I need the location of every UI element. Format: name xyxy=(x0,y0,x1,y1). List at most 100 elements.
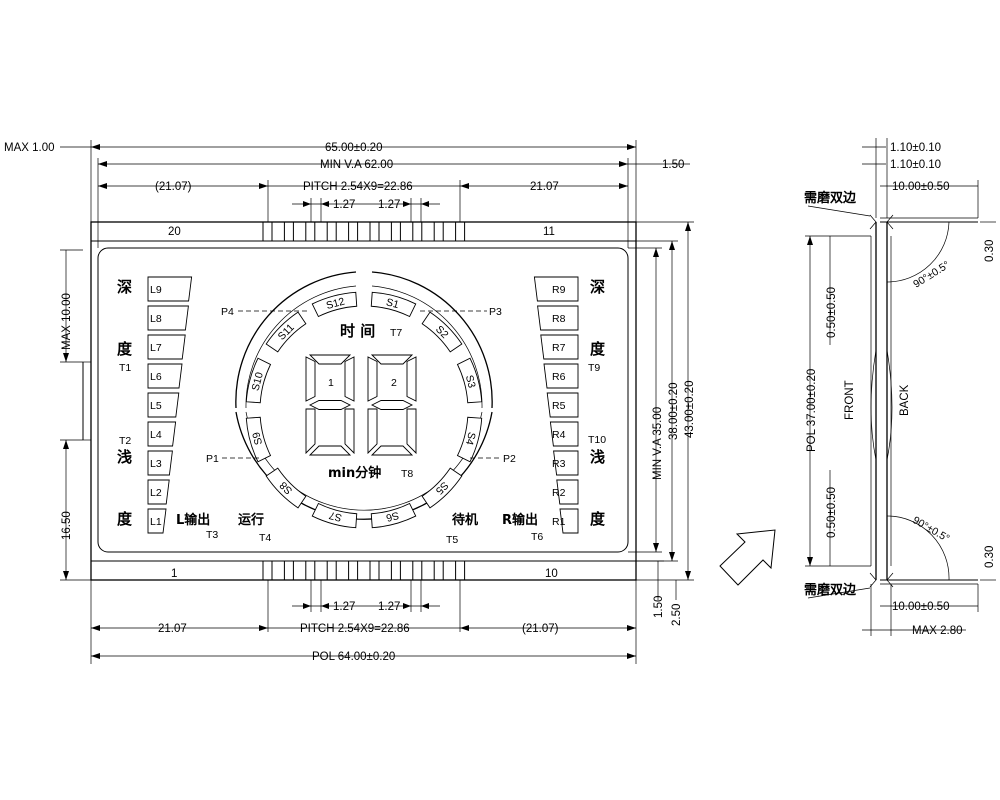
ring-label-s12: S12 xyxy=(325,295,346,311)
side-front-label: FRONT xyxy=(844,380,856,420)
side-angle-bottom: 90°±0.5° xyxy=(911,514,952,545)
digit-segment xyxy=(344,356,355,402)
digit-segment xyxy=(367,356,378,402)
bar-r7 xyxy=(540,334,579,360)
t2-label: T2 xyxy=(119,435,131,447)
bar-r6 xyxy=(543,363,579,389)
pin-bottom xyxy=(348,560,359,581)
t3-label: T3 xyxy=(206,529,218,541)
digit-segment xyxy=(370,445,414,456)
dim-bottom-offset-a: 1.50 xyxy=(653,596,665,618)
bar-label-r5: R5 xyxy=(552,400,566,412)
pin-bottom xyxy=(433,560,444,581)
t9-label: T9 xyxy=(588,362,600,374)
bar-r5 xyxy=(546,392,579,418)
pin-top xyxy=(305,221,316,242)
bar-label-r9: R9 xyxy=(552,284,566,296)
p3-label: P3 xyxy=(489,306,502,318)
dim-left-pin-offset-bottom: 21.07 xyxy=(158,623,187,635)
pin-top xyxy=(390,221,401,242)
bar-label-l3: L3 xyxy=(150,458,162,470)
dim-overall-width: 65.00±0.20 xyxy=(325,142,382,154)
t8-label: T8 xyxy=(401,468,413,480)
bar-label-l1: L1 xyxy=(150,516,162,528)
bar-r4 xyxy=(549,421,579,447)
ring-label-s3: S3 xyxy=(463,374,478,390)
bar-r8 xyxy=(537,305,579,331)
pin-top xyxy=(283,221,294,242)
dim-min-va-height: MIN V.A 35.00 xyxy=(652,407,664,480)
t4-label: T4 xyxy=(259,532,271,544)
front-view: 20 11 1 10 xyxy=(82,221,637,581)
time-label: 时 间 xyxy=(340,322,375,340)
bar-l9 xyxy=(147,276,193,302)
standby-label: 待机 xyxy=(451,512,478,528)
ring-seg-s8 xyxy=(265,467,307,509)
side-top-dim-b: 1.10±0.10 xyxy=(890,159,941,171)
ring-seg-s7 xyxy=(311,502,358,529)
ring-label-s7: S7 xyxy=(328,509,344,524)
dim-bottom-offset-b: 2.50 xyxy=(671,604,683,626)
dim-pin-gap-a: 1.27 xyxy=(333,199,355,211)
t5-label: T5 xyxy=(446,534,458,546)
ring-seg-s6 xyxy=(370,502,417,529)
t7-label: T7 xyxy=(390,327,402,339)
left-deep-char2: 度 xyxy=(117,340,133,358)
pin-top xyxy=(326,221,337,242)
ring-seg-s2 xyxy=(421,311,463,353)
pin-bottom xyxy=(412,560,423,581)
dim-pitch-bottom: PITCH 2.54X9=22.86 xyxy=(300,623,410,635)
bar-r1 xyxy=(559,508,579,534)
digit-segment xyxy=(370,400,414,410)
bar-l6 xyxy=(147,363,183,389)
bar-r9 xyxy=(533,276,579,302)
ring-seg-s10 xyxy=(245,357,272,404)
bar-label-l4: L4 xyxy=(150,429,162,441)
side-small-top: 0.30 xyxy=(984,240,996,262)
ring-seg-s5 xyxy=(421,467,463,509)
ring-seg-s4 xyxy=(456,416,483,463)
bar-l5 xyxy=(147,392,180,418)
running-label: 运行 xyxy=(238,512,264,528)
bar-label-r2: R2 xyxy=(552,487,566,499)
ring-label-s1: S1 xyxy=(385,296,401,311)
pin-bottom xyxy=(326,560,337,581)
ring-label-s4: S4 xyxy=(463,431,478,447)
bar-label-r8: R8 xyxy=(552,313,566,325)
right-shallow-char1: 浅 xyxy=(590,448,605,466)
pin-bottom xyxy=(390,560,401,581)
left-shallow-char1: 浅 xyxy=(117,448,132,466)
bottom-pins xyxy=(262,560,466,581)
pin-bottom xyxy=(262,560,273,581)
side-max-thickness: MAX 2.80 xyxy=(912,625,963,637)
digit-segment xyxy=(305,356,316,402)
pin-bottom xyxy=(283,560,294,581)
pin-bottom xyxy=(369,560,380,581)
dim-pin-gap-d: 1.27 xyxy=(378,601,400,613)
ring-seg-s12 xyxy=(311,291,358,318)
side-back-label: BACK xyxy=(899,384,911,416)
bar-label-l9: L9 xyxy=(150,284,162,296)
bar-label-r7: R7 xyxy=(552,342,566,354)
pin-top xyxy=(369,221,380,242)
pin-top xyxy=(412,221,423,242)
digit-segment xyxy=(308,445,352,456)
side-width-top: 10.00±0.50 xyxy=(892,181,949,193)
p2-label: P2 xyxy=(503,453,516,465)
digit-segment xyxy=(308,400,352,410)
dim-glass-height: 38.00±0.20 xyxy=(668,383,680,440)
l-output-label: L输出 xyxy=(176,512,210,528)
digit-group xyxy=(305,354,417,456)
t10-label: T10 xyxy=(588,434,606,446)
side-top-dim-a: 1.10±0.10 xyxy=(890,142,941,154)
digit-segment xyxy=(406,356,417,402)
bar-label-l7: L7 xyxy=(150,342,162,354)
dim-right-pin-offset-top: 21.07 xyxy=(530,181,559,193)
bar-label-l6: L6 xyxy=(150,371,162,383)
ring-seg-s11 xyxy=(265,311,307,353)
digit-segment xyxy=(308,354,352,365)
